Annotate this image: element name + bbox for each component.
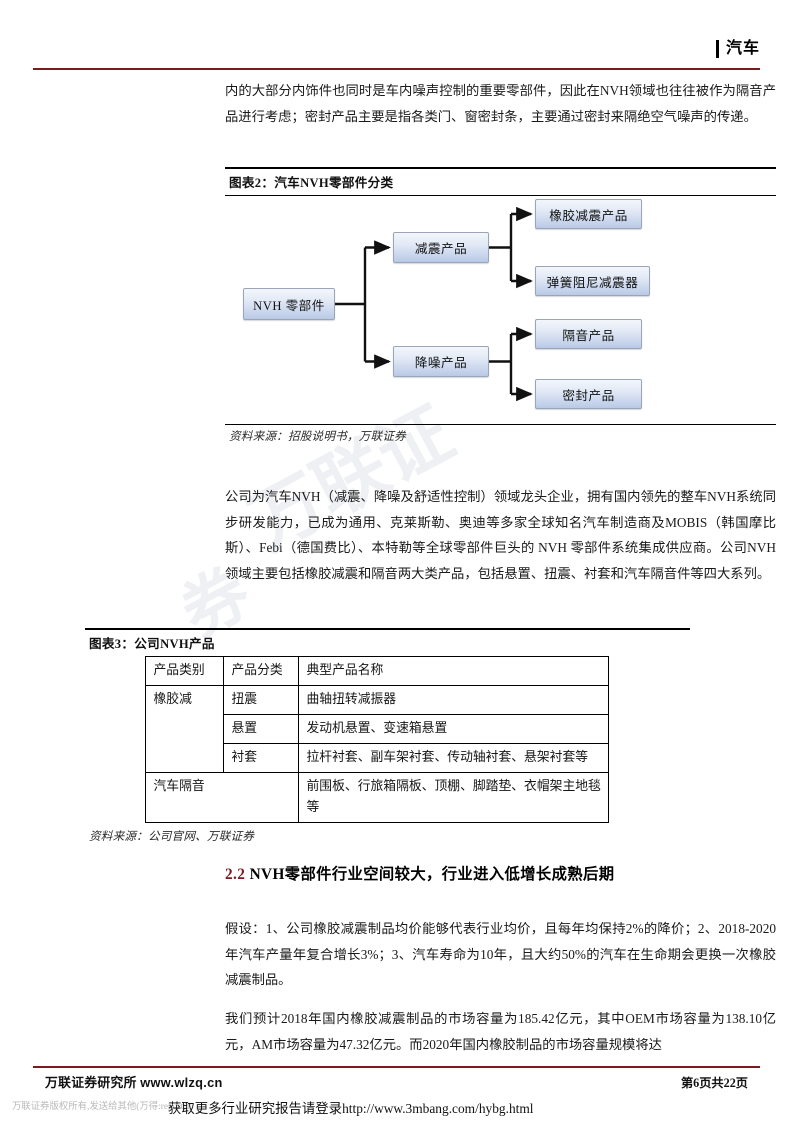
diagram-node-spring-damper: 弹簧阻尼减震器 — [535, 266, 650, 296]
table-left-spacer — [85, 715, 145, 744]
table-cell-products: 曲轴扭转减振器 — [297, 685, 609, 715]
table-right-spacer — [608, 657, 690, 686]
figure-2-caption: 图表2：汽车NVH零部件分类 — [225, 167, 776, 195]
diagram-connectors — [335, 206, 533, 402]
figure-3-caption: 图表3：公司NVH产品 — [85, 628, 690, 656]
footer-promo-link[interactable]: 获取更多行业研究报告请登录http://www.3mbang.com/hybg.… — [168, 1101, 534, 1116]
paragraph-market-size: 我们预计2018年国内橡胶减震制品的市场容量为185.42亿元，其中OEM市场容… — [225, 1011, 776, 1052]
table-header-category: 产品类别 — [144, 656, 224, 686]
footer-website[interactable]: www.wlzq.cn — [140, 1075, 223, 1090]
footer-copyright: 万联证券版权所有,发送给其他(万得:report@ — [12, 1102, 192, 1112]
figure-3-source: 资料来源：公司官网、万联证券 — [89, 830, 255, 843]
paragraph-assumptions: 假设：1、公司橡胶减震制品均价能够代表行业均价，且每年均保持2%的降价；2、20… — [225, 921, 776, 987]
diagram-node-damping: 减震产品 — [393, 232, 489, 263]
header-divider — [33, 68, 760, 70]
table-row: 衬套 拉杆衬套、副车架衬套、传动轴衬套、悬架衬套等 — [85, 743, 690, 773]
table-cell-products: 拉杆衬套、副车架衬套、传动轴衬套、悬架衬套等 — [297, 743, 609, 773]
section-title: NVH零部件行业空间较大，行业进入低增长成熟后期 — [249, 866, 615, 883]
page-header: 汽车 — [33, 40, 760, 76]
footer-institution-name: 万联证券研究所 — [45, 1076, 137, 1090]
figure-2-source: 资料来源：招股说明书，万联证券 — [225, 424, 776, 446]
table-left-spacer — [85, 657, 145, 686]
table-cell-category-insulation: 汽车隔音 — [144, 772, 299, 823]
table-cell-subtype: 扭震 — [222, 685, 299, 715]
table-row: 悬置 发动机悬置、变速箱悬置 — [85, 714, 690, 744]
table-row: 橡胶减 扭震 曲轴扭转减振器 — [85, 685, 690, 773]
table-cell-category-rubber: 橡胶减 — [144, 685, 224, 773]
diagram-node-root: NVH 零部件 — [243, 288, 335, 320]
figure-2-caption-divider — [225, 195, 776, 196]
table-header-subtype: 产品分类 — [222, 656, 299, 686]
table-row: 汽车隔音 前围板、行旅箱隔板、顶棚、脚踏垫、衣帽架主地毯等 — [85, 772, 690, 823]
diagram-node-rubber-damping-product: 橡胶减震产品 — [535, 199, 642, 229]
header-title: 汽车 — [715, 40, 760, 58]
table-cell-subtype: 悬置 — [222, 714, 299, 744]
diagram-node-sealing-product: 密封产品 — [535, 379, 642, 409]
table-cell-products: 发动机悬置、变速箱悬置 — [297, 714, 609, 744]
figure-2: 图表2：汽车NVH零部件分类 — [225, 167, 776, 446]
footer-divider — [33, 1066, 760, 1068]
table-header-products: 典型产品名称 — [297, 656, 609, 686]
table-left-spacer — [85, 686, 145, 715]
paragraph-top: 内的大部分内饰件也同时是车内噪声控制的重要零部件，因此在NVH领域也往往被作为隔… — [225, 83, 776, 124]
diagram-node-sound-insulation: 隔音产品 — [535, 319, 642, 349]
footer-page-number: 第6页共22页 — [680, 1076, 748, 1090]
footer-institution: 万联证券研究所 www.wlzq.cn — [45, 1072, 223, 1091]
table-left-spacer — [85, 773, 145, 823]
nvh-products-table: 产品类别 产品分类 典型产品名称 橡胶减 扭震 曲轴扭转减振器 悬置 发动机悬置… — [85, 656, 690, 823]
table-right-spacer — [608, 686, 690, 715]
table-header-row: 产品类别 产品分类 典型产品名称 — [85, 656, 690, 686]
table-right-spacer — [608, 744, 690, 773]
diagram-node-noise-reduction: 降噪产品 — [393, 346, 489, 377]
nvh-classification-diagram: NVH 零部件 减震产品 降噪产品 橡胶减震产品 弹簧阻尼减震器 隔音产品 密封… — [225, 196, 776, 424]
table-cell-products: 前围板、行旅箱隔板、顶棚、脚踏垫、衣帽架主地毯等 — [297, 772, 609, 823]
figure-3: 图表3：公司NVH产品 产品类别 产品分类 典型产品名称 — [85, 628, 690, 846]
section-number: 2.2 — [225, 866, 246, 883]
section-heading: 2.2 NVH零部件行业空间较大，行业进入低增长成熟后期 — [225, 862, 614, 884]
table-cell-subtype: 衬套 — [222, 743, 299, 773]
table-left-spacer — [85, 744, 145, 773]
paragraph-company-overview: 公司为汽车NVH（减震、降噪及舒适性控制）领域龙头企业，拥有国内领先的整车NVH… — [225, 489, 776, 581]
table-right-spacer — [608, 715, 690, 744]
table-right-spacer — [608, 773, 690, 823]
